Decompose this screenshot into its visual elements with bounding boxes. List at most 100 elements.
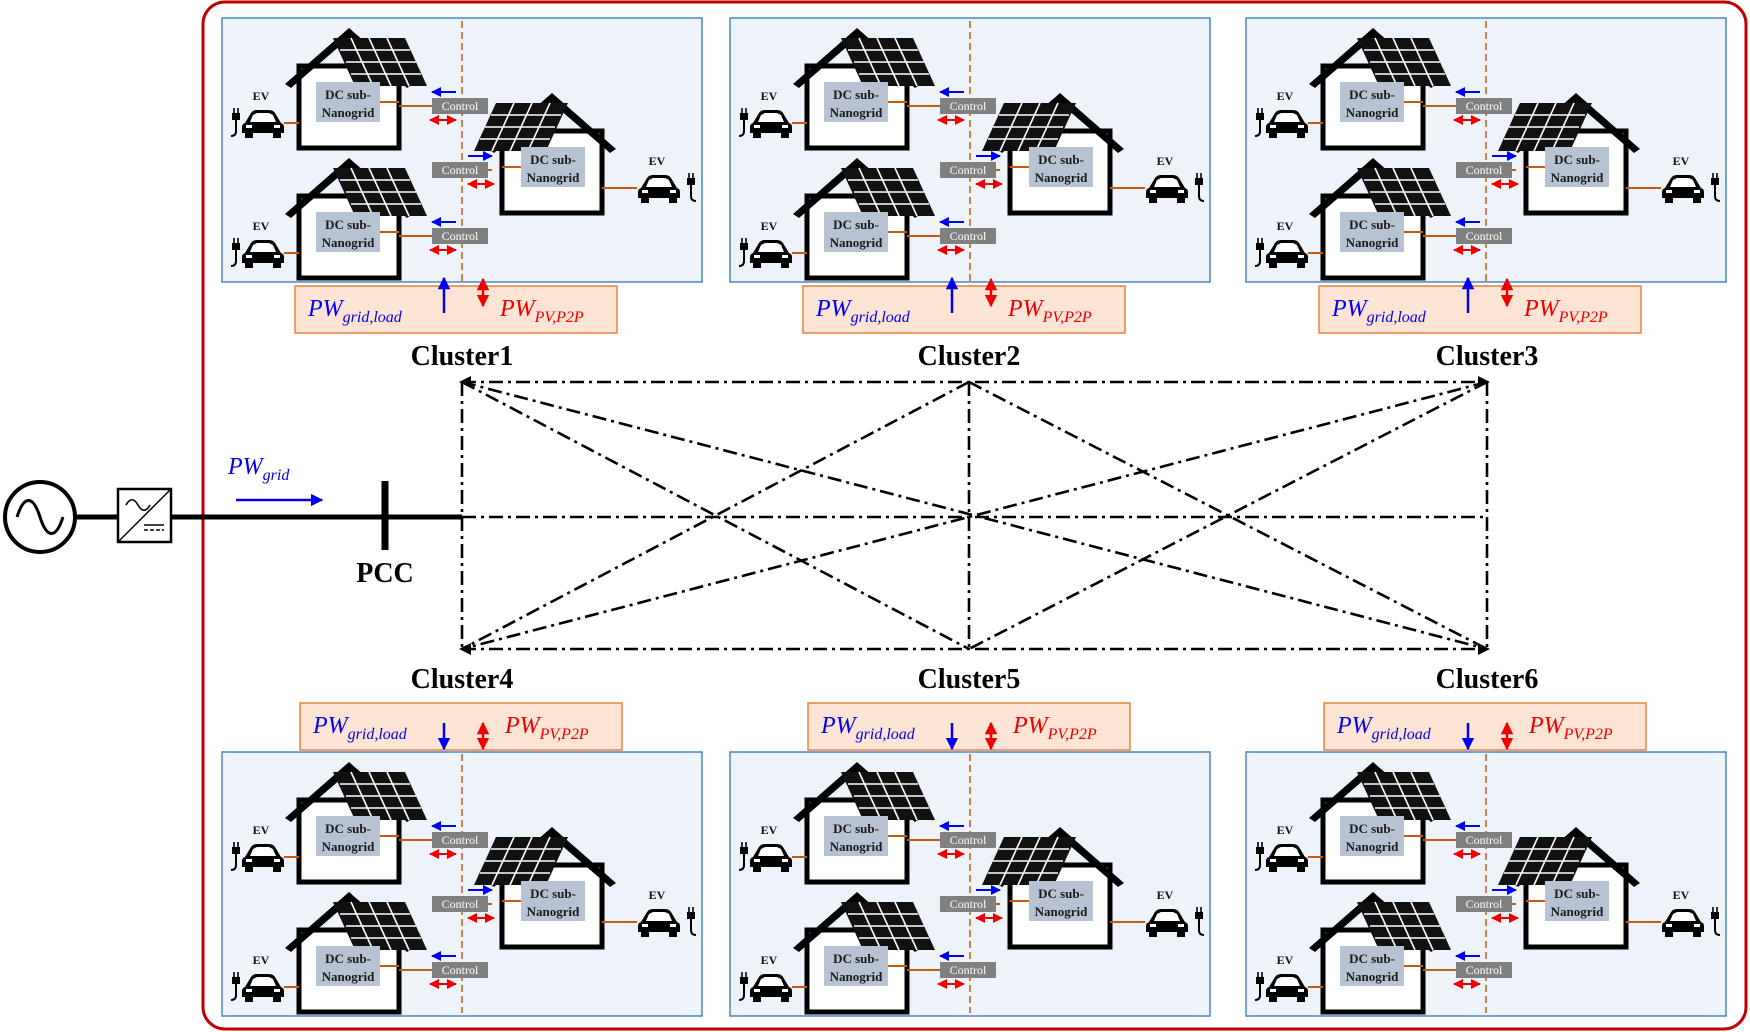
cluster-name: Cluster3 bbox=[1436, 341, 1539, 372]
grid-load-power-label: PWgrid,load bbox=[1336, 713, 1432, 743]
control-box bbox=[432, 98, 488, 114]
ev-label: EV bbox=[1277, 953, 1294, 967]
dc-nanogrid-label-2: Nanogrid bbox=[322, 839, 376, 854]
dc-nanogrid-label-2: Nanogrid bbox=[1346, 105, 1400, 120]
control-label: Control bbox=[442, 897, 479, 911]
control-label: Control bbox=[442, 963, 479, 977]
control-label: Control bbox=[442, 163, 479, 177]
dc-nanogrid-label-2: Nanogrid bbox=[1551, 170, 1605, 185]
ev-label: EV bbox=[253, 219, 270, 233]
control-label: Control bbox=[1466, 163, 1503, 177]
control-label: Control bbox=[442, 99, 479, 113]
control-label: Control bbox=[950, 99, 987, 113]
dc-nanogrid-label-2: Nanogrid bbox=[322, 969, 376, 984]
control-box bbox=[940, 228, 996, 244]
dc-nanogrid-label-1: DC sub- bbox=[1349, 951, 1395, 966]
grid-load-power-label: PWgrid,load bbox=[820, 713, 916, 743]
dc-nanogrid-label-1: DC sub- bbox=[1349, 87, 1395, 102]
control-box bbox=[432, 962, 488, 978]
control-label: Control bbox=[1466, 833, 1503, 847]
cluster-name: Cluster6 bbox=[1436, 664, 1539, 695]
control-box bbox=[1456, 962, 1512, 978]
dc-nanogrid-label-1: DC sub- bbox=[530, 152, 576, 167]
cluster-name: Cluster1 bbox=[411, 341, 514, 372]
dc-nanogrid-label-1: DC sub- bbox=[833, 87, 879, 102]
control-box bbox=[940, 162, 996, 178]
ev-label: EV bbox=[1157, 154, 1174, 168]
dc-nanogrid-label-2: Nanogrid bbox=[322, 105, 376, 120]
ev-label: EV bbox=[1157, 888, 1174, 902]
dc-nanogrid-label-1: DC sub- bbox=[1349, 821, 1395, 836]
control-label: Control bbox=[950, 163, 987, 177]
cluster-name: Cluster5 bbox=[918, 664, 1021, 695]
control-label: Control bbox=[950, 833, 987, 847]
dc-nanogrid-label-2: Nanogrid bbox=[1346, 969, 1400, 984]
ev-label: EV bbox=[253, 823, 270, 837]
dc-nanogrid-label-1: DC sub- bbox=[325, 217, 371, 232]
cluster-name: Cluster2 bbox=[918, 341, 1021, 372]
dc-nanogrid-label-1: DC sub- bbox=[1554, 152, 1600, 167]
pv-p2p-power-label: PWPV,P2P bbox=[1007, 296, 1092, 326]
pv-p2p-power-label: PWPV,P2P bbox=[499, 296, 584, 326]
cluster-interconnection-network bbox=[460, 380, 1489, 651]
cluster-power-flow-box: PWgrid,load PWPV,P2P bbox=[1323, 702, 1647, 751]
pv-p2p-power-label: PWPV,P2P bbox=[1528, 713, 1613, 743]
dc-nanogrid-label-2: Nanogrid bbox=[1346, 839, 1400, 854]
cluster-5: DC sub- Nanogrid EV Control DC sub- Nanogrid E… bbox=[729, 664, 1211, 1017]
dc-nanogrid-label-2: Nanogrid bbox=[527, 170, 581, 185]
dc-nanogrid-label-2: Nanogrid bbox=[1035, 904, 1089, 919]
control-box bbox=[940, 962, 996, 978]
house-2: DC sub- Nanogrid EV Control bbox=[940, 827, 1205, 947]
dc-nanogrid-label-1: DC sub- bbox=[325, 821, 371, 836]
grid-load-power-label: PWgrid,load bbox=[307, 296, 403, 326]
dc-nanogrid-label-1: DC sub- bbox=[833, 217, 879, 232]
cluster-power-flow-box: PWgrid,load PWPV,P2P bbox=[802, 276, 1126, 334]
house-3: DC sub- Nanogrid EV Control bbox=[1254, 158, 1512, 278]
control-box bbox=[432, 896, 488, 912]
dc-nanogrid-label-2: Nanogrid bbox=[1346, 235, 1400, 250]
ev-label: EV bbox=[1673, 888, 1690, 902]
control-box bbox=[432, 228, 488, 244]
control-label: Control bbox=[950, 229, 987, 243]
ev-label: EV bbox=[761, 823, 778, 837]
network-arrowheads bbox=[459, 376, 1490, 655]
cluster-power-flow-box: PWgrid,load PWPV,P2P bbox=[1318, 276, 1642, 334]
ev-label: EV bbox=[761, 219, 778, 233]
dc-nanogrid-label-1: DC sub- bbox=[325, 87, 371, 102]
control-box bbox=[940, 896, 996, 912]
ev-label: EV bbox=[1277, 219, 1294, 233]
grid-load-power-label: PWgrid,load bbox=[1331, 296, 1427, 326]
dc-nanogrid-label-2: Nanogrid bbox=[527, 904, 581, 919]
control-box bbox=[432, 162, 488, 178]
control-box bbox=[940, 98, 996, 114]
dc-nanogrid-label-1: DC sub- bbox=[1038, 886, 1084, 901]
dc-nanogrid-label-1: DC sub- bbox=[1349, 217, 1395, 232]
ev-label: EV bbox=[253, 89, 270, 103]
cluster-name: Cluster4 bbox=[411, 664, 514, 695]
pv-p2p-power-label: PWPV,P2P bbox=[1523, 296, 1608, 326]
dc-nanogrid-label-1: DC sub- bbox=[1554, 886, 1600, 901]
house-1: DC sub- Nanogrid EV Control bbox=[230, 28, 488, 148]
grid-load-power-label: PWgrid,load bbox=[815, 296, 911, 326]
dc-nanogrid-label-1: DC sub- bbox=[833, 951, 879, 966]
dc-nanogrid-label-2: Nanogrid bbox=[830, 969, 884, 984]
dc-nanogrid-label-1: DC sub- bbox=[833, 821, 879, 836]
dc-nanogrid-label-2: Nanogrid bbox=[830, 105, 884, 120]
